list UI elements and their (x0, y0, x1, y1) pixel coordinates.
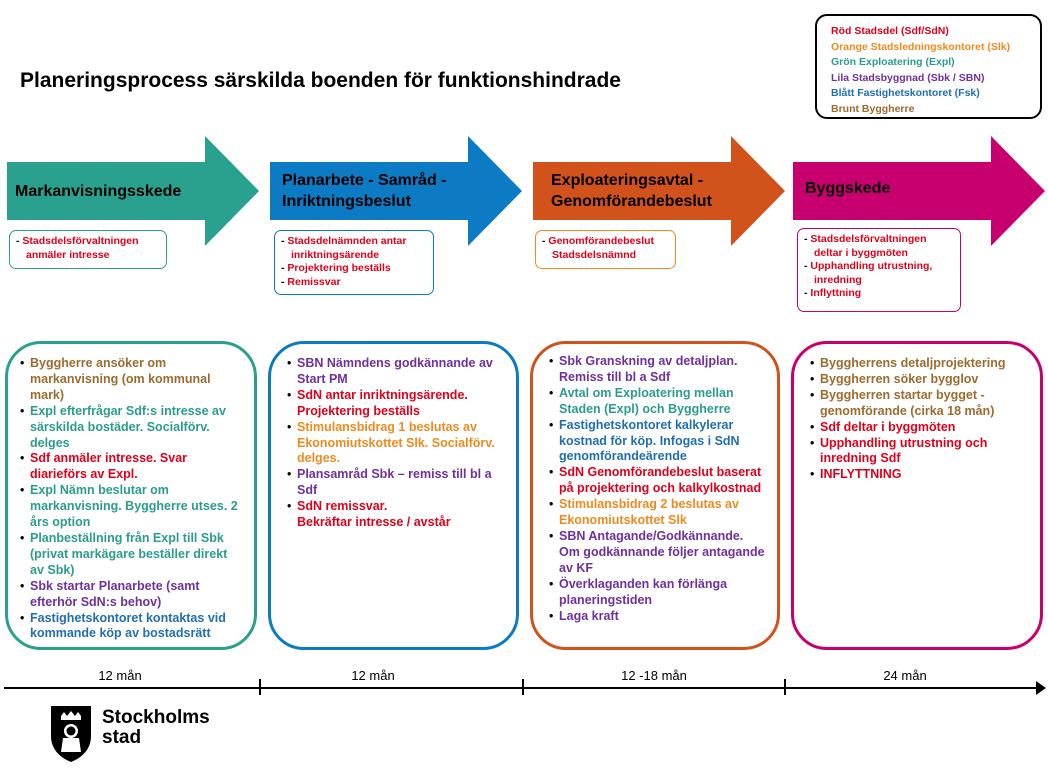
page-title: Planeringsprocess särskilda boenden för … (20, 69, 621, 92)
detail-item: Stimulansbidrag 2 beslutas av Ekonomiuts… (549, 497, 767, 529)
summary-item: Stadsdelsförvaltningen deltar i byggmöte… (804, 233, 954, 260)
legend-item-blue: Blått Fastighetskontoret (Fsk) (831, 87, 980, 99)
summary-item: Genomförandebeslut Stadsdelsnämnd (542, 235, 669, 262)
phase-arrow-markanvisning: Markanvisningsskede (7, 136, 259, 246)
phase-details-box: Sbk Granskning av detaljplan. Remiss til… (530, 341, 780, 650)
phase-label: Byggskede (805, 180, 891, 197)
detail-item: Byggherre ansöker om markanvisning (om k… (20, 356, 244, 404)
detail-item: Sdf deltar i byggmöten (810, 420, 1030, 436)
phase-details-box: Byggherrens detaljprojektering Byggherre… (791, 341, 1043, 650)
phase-label: Markanvisningsskede (15, 183, 182, 200)
timeline-tick (784, 679, 786, 695)
detail-item: Expl Nämn beslutar om markanvisning. Byg… (20, 483, 244, 531)
duration-label: 12 mån (98, 668, 142, 683)
detail-item: SdN antar inriktningsärende. Projekterin… (287, 388, 506, 420)
legend-item-red: Röd Stadsdel (Sdf/SdN) (831, 25, 949, 37)
logo-wordmark: Stockholms stad (102, 708, 210, 748)
logo-line-1: Stockholms (102, 707, 210, 728)
phase-details-box: SBN Nämndens godkännande av Start PM SdN… (268, 341, 519, 650)
summary-item: Inflyttning (804, 287, 954, 301)
detail-item: SdN Genomförandebeslut baserat på projek… (549, 465, 767, 497)
phase-summary-box: Stadsdelsförvaltningen deltar i byggmöte… (797, 228, 961, 312)
phase-label: Planarbete - Samråd - Inriktningsbeslut (282, 172, 447, 210)
duration-label: 24 mån (883, 668, 927, 683)
phase-details-box: Byggherre ansöker om markanvisning (om k… (5, 341, 257, 650)
arrow-shape (533, 136, 785, 246)
detail-item: Fastighetskontoret kalkylerar kostnad fö… (549, 418, 767, 466)
arrow-shape (270, 136, 522, 246)
detail-item: Stimulansbidrag 1 beslutas av Ekonomiuts… (287, 420, 506, 468)
detail-item: Sdf anmäler intresse. Svar diarieförs av… (20, 451, 244, 483)
phase-arrow-planarbete: Planarbete - Samråd - Inriktningsbeslut (270, 136, 522, 246)
detail-item: Plansamråd Sbk – remiss till bl a Sdf (287, 467, 506, 499)
stockholm-crest-icon (48, 702, 94, 769)
detail-item: Expl efterfrågar Sdf:s intresse av särsk… (20, 404, 244, 452)
detail-item-continuation: Bekräftar intresse / avstår (297, 515, 451, 530)
detail-item: Sbk startar Planarbete (samt efterhör Sd… (20, 579, 244, 611)
legend-item-orange: Orange Stadsledningskontoret (Slk) (831, 40, 1011, 53)
detail-item: Upphandling utrustning och inredning Sdf (810, 436, 1030, 468)
phase-summary-box: Stadsdelnämnden antar inriktningsärende … (274, 230, 434, 295)
detail-item: Överklaganden kan förlänga planeringstid… (549, 577, 767, 609)
phase-label: Exploateringsavtal - Genomförandebeslut (551, 172, 712, 210)
detail-item: Laga kraft (549, 609, 767, 625)
detail-item: Byggherren startar bygget - genomförande… (810, 388, 1030, 420)
legend-item-brown: Brunt Byggherre (831, 102, 915, 115)
legend-item-purple: Lila Stadsbyggnad (Sbk / SBN) (831, 71, 985, 84)
arrow-shape (793, 136, 1045, 246)
phase-summary-box: Genomförandebeslut Stadsdelsnämnd (535, 230, 676, 269)
duration-label: 12 mån (351, 668, 395, 683)
timeline-tick (259, 679, 261, 695)
summary-item: Remissvar (281, 276, 427, 290)
detail-item: Planbeställning från Expl till Sbk (priv… (20, 531, 244, 579)
phase-arrow-exploatering: Exploateringsavtal - Genomförandebeslut (533, 136, 785, 246)
timeline-axis (4, 687, 1044, 689)
phase-summary-box: Stadsdelsförvaltningen anmäler intresse (9, 230, 167, 269)
arrow-shape (7, 136, 259, 246)
detail-item: Byggherren söker bygglov (810, 372, 1030, 388)
detail-item: SdN remissvar. (287, 499, 506, 515)
detail-item: Byggherrens detaljprojektering (810, 356, 1030, 372)
timeline-tick (522, 679, 524, 695)
detail-item: Fastighetskontoret kontaktas vid kommand… (20, 611, 244, 643)
summary-item: Upphandling utrustning, inredning (804, 260, 954, 287)
phase-arrow-byggskede: Byggskede (793, 136, 1045, 246)
detail-item: Avtal om Exploatering mellan Staden (Exp… (549, 386, 767, 418)
detail-item: INFLYTTNING (810, 467, 1030, 483)
logo-line-2: stad (102, 727, 142, 748)
summary-item: Projektering beställs (281, 262, 427, 276)
summary-item: Stadsdelsförvaltningen anmäler intresse (16, 235, 160, 262)
color-legend: Röd Stadsdel (Sdf/SdN) Orange Stadsledni… (815, 14, 1042, 119)
summary-item: Stadsdelnämnden antar inriktningsärende (281, 235, 427, 262)
duration-label: 12 -18 mån (621, 668, 687, 683)
detail-item: SBN Nämndens godkännande av Start PM (287, 356, 506, 388)
timeline-arrowhead (1036, 681, 1046, 695)
detail-item: Sbk Granskning av detaljplan. Remiss til… (549, 354, 767, 386)
legend-item-green: Grön Exploatering (Expl) (831, 56, 955, 68)
detail-item: SBN Antagande/Godkännande. Om godkännand… (549, 529, 767, 577)
